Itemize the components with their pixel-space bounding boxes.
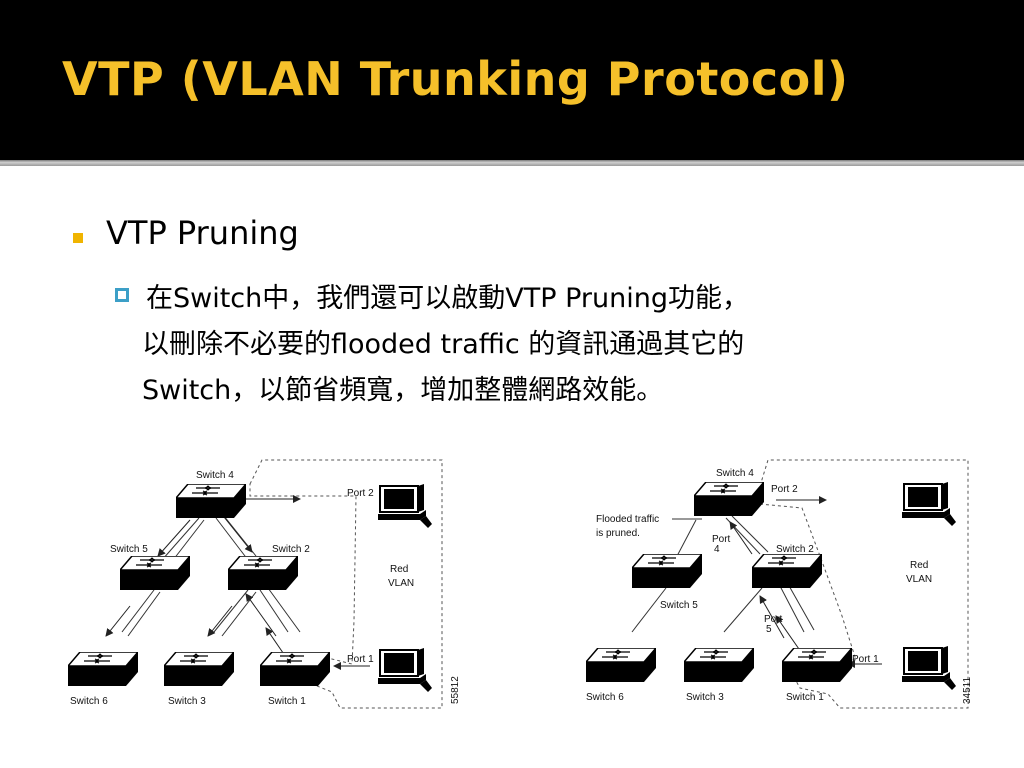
label-switch-1: Switch 1 — [786, 692, 824, 703]
label-flooded-line-1: Flooded traffic — [596, 514, 659, 525]
label-switch-6: Switch 6 — [70, 696, 108, 707]
label-port-2: Port 2 — [771, 484, 798, 495]
sub-bullet-line-2: 以刪除不必要的flooded traffic 的資訊通過其它的 — [142, 329, 745, 360]
label-flooded-line-2: is pruned. — [596, 528, 640, 539]
vlan-boundary — [249, 459, 443, 709]
switch-6-icon — [586, 648, 656, 683]
switch-3-icon — [164, 652, 234, 687]
switch-1-icon — [782, 648, 852, 683]
label-red: Red — [910, 560, 928, 571]
switch-4-icon — [694, 482, 764, 517]
label-red: Red — [390, 564, 408, 575]
diagram-flooding: Switch 4 Switch 5 Switch 2 Switch 6 Swit… — [68, 459, 461, 709]
sub-bullet-text: 在Switch中，我們還可以啟動VTP Pruning功能， 以刪除不必要的fl… — [142, 276, 1002, 414]
diagram-pruning: Switch 4 Switch 5 Switch 2 Switch 6 Swit… — [586, 459, 973, 709]
label-port-5-a: Port — [764, 614, 783, 625]
switch-5-icon — [120, 556, 190, 591]
sub-bullet-line-3: Switch，以節省頻寬，增加整體網路效能。 — [142, 375, 664, 406]
bullet-square-icon — [73, 233, 83, 243]
label-port-2: Port 2 — [347, 488, 374, 499]
label-switch-1: Switch 1 — [268, 696, 306, 707]
title-divider — [0, 160, 1024, 166]
switch-1-icon — [260, 652, 330, 687]
label-switch-4: Switch 4 — [716, 468, 754, 479]
switch-6-icon — [68, 652, 138, 687]
switch-4-icon — [176, 484, 246, 519]
switch-2-icon — [752, 554, 822, 589]
sub-bullet-box-icon — [115, 288, 129, 302]
pc-port1-icon — [902, 646, 956, 690]
switch-3-icon — [684, 648, 754, 683]
slide-title: VTP (VLAN Trunking Protocol) — [62, 52, 849, 106]
bullet-vtp-pruning: VTP Pruning — [106, 214, 299, 252]
pc-port2-icon — [378, 484, 432, 528]
label-switch-3: Switch 3 — [168, 696, 206, 707]
sub-bullet-line-1: 在Switch中，我們還可以啟動VTP Pruning功能， — [146, 283, 749, 314]
label-port-4-a: Port — [712, 534, 731, 545]
pc-port2-icon — [902, 482, 956, 526]
switch-2-icon — [228, 556, 298, 591]
label-vlan: VLAN — [906, 574, 932, 585]
label-switch-5: Switch 5 — [660, 600, 698, 611]
figure-id: 55812 — [450, 676, 461, 704]
switch-5-icon — [632, 554, 702, 589]
label-vlan: VLAN — [388, 578, 414, 589]
label-switch-4: Switch 4 — [196, 470, 234, 481]
pc-port1-icon — [378, 648, 432, 692]
label-switch-2: Switch 2 — [776, 544, 814, 555]
label-switch-5: Switch 5 — [110, 544, 148, 555]
label-switch-6: Switch 6 — [586, 692, 624, 703]
title-bar: VTP (VLAN Trunking Protocol) — [0, 0, 1024, 160]
slide-content: VTP Pruning 在Switch中，我們還可以啟動VTP Pruning功… — [0, 166, 1024, 768]
label-port-1: Port 1 — [347, 654, 374, 665]
label-port-5-b: 5 — [766, 624, 772, 635]
label-switch-3: Switch 3 — [686, 692, 724, 703]
figure-id: 34511 — [962, 676, 973, 704]
label-switch-2: Switch 2 — [272, 544, 310, 555]
label-port-4-b: 4 — [714, 544, 720, 555]
label-port-1: Port 1 — [852, 654, 879, 665]
